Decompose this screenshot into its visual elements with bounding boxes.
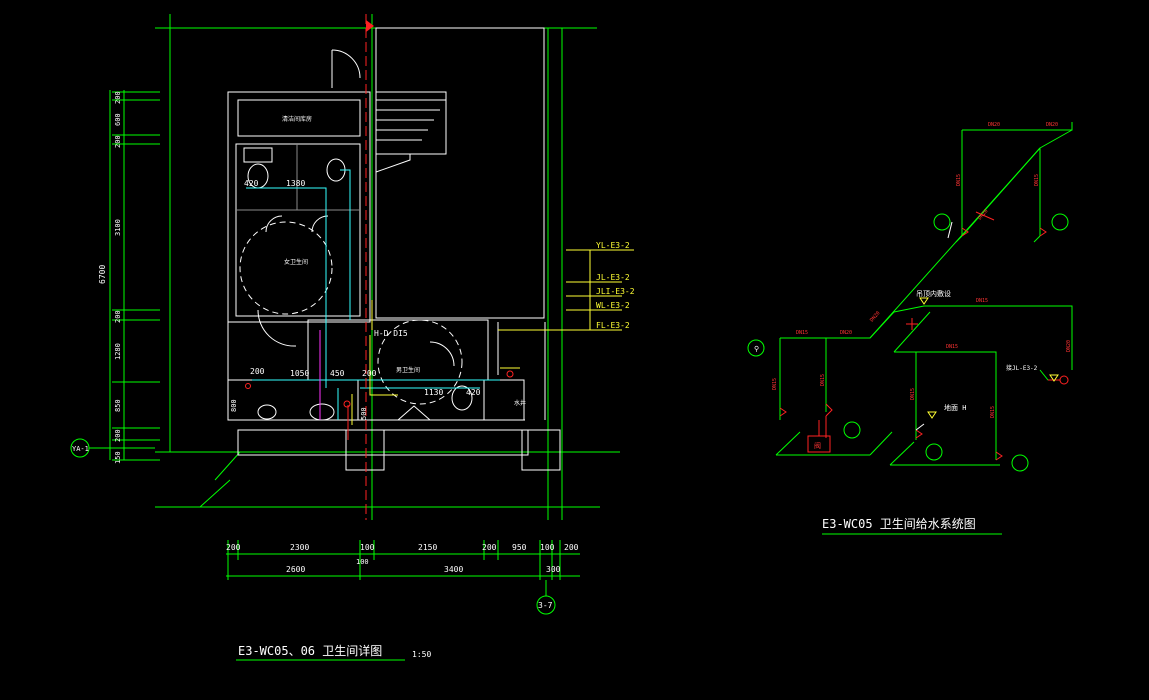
pipe-size-label: DN15 bbox=[796, 330, 808, 336]
riser-label: YL-E3-2 bbox=[596, 241, 630, 250]
pipe-size-label: DN20 bbox=[1046, 122, 1058, 128]
left-dim: 200 bbox=[114, 310, 122, 323]
pipe-size-label: DN20 bbox=[840, 330, 852, 336]
left-dim: 600 bbox=[114, 113, 122, 126]
bottom-total: 300 bbox=[546, 565, 561, 574]
grid-label-left: YA-1 bbox=[72, 445, 89, 453]
pipe-label: H-D DI5 bbox=[374, 329, 408, 338]
pipe-size-label: DN15 bbox=[946, 344, 958, 350]
left-dim: 200 bbox=[114, 429, 122, 442]
inner-dim: 1130 bbox=[424, 388, 443, 397]
left-dim: 200 bbox=[114, 91, 122, 104]
riser-label: JLI-E3-2 bbox=[596, 287, 635, 296]
bottom-total: 100 bbox=[356, 558, 369, 566]
pipe-size-label: DN15 bbox=[976, 298, 988, 304]
bottom-dim: 200 bbox=[226, 543, 241, 552]
pipe-size-label: DN20 bbox=[1066, 340, 1072, 352]
left-dim-total: 6700 bbox=[98, 265, 107, 284]
label-floor: 地面 H bbox=[944, 403, 966, 412]
plan-title: E3-WC05、06 卫生间详图 bbox=[238, 643, 382, 658]
room-label-store: 清洁间库房 bbox=[282, 115, 312, 123]
system-diagram: ⚲ bbox=[747, 122, 1073, 535]
system-pipe-labels: DN20 DN20 DN15 DN15 DN20 DN20 DN15 DN20 … bbox=[772, 122, 1072, 418]
pipe-size-label: DN15 bbox=[956, 174, 962, 186]
bottom-total: 2600 bbox=[286, 565, 305, 574]
inner-dim: 800 bbox=[230, 399, 238, 412]
bottom-dim: 2150 bbox=[418, 543, 437, 552]
pipe-size-label: DN20 bbox=[869, 310, 882, 323]
riser-label: FL-E3-2 bbox=[596, 321, 630, 330]
pipe-size-label: DN15 bbox=[1034, 174, 1040, 186]
label-ceiling: 吊顶内敷设 bbox=[916, 289, 951, 298]
room-label-water: 水井 bbox=[514, 399, 526, 407]
bottom-dim: 100 bbox=[540, 543, 555, 552]
room-label-female: 女卫生间 bbox=[284, 258, 308, 266]
left-dimensions: 200 600 200 3100 200 1280 850 200 150 67… bbox=[98, 91, 122, 464]
fixture-bubble-1: ⚲ bbox=[754, 345, 759, 353]
bottom-dim: 2300 bbox=[290, 543, 309, 552]
left-dim: 3100 bbox=[114, 219, 122, 236]
inner-dim: 450 bbox=[330, 369, 345, 378]
plan-scale: 1:50 bbox=[412, 650, 431, 659]
floor-plan bbox=[70, 14, 634, 661]
bottom-dim: 200 bbox=[482, 543, 497, 552]
inner-dim: 200 bbox=[250, 367, 265, 376]
inner-dim: 200 bbox=[362, 369, 377, 378]
system-title: E3-WC05 卫生间给水系统图 bbox=[822, 517, 976, 531]
pipe-size-label: DN15 bbox=[910, 388, 916, 400]
bottom-dim: 200 bbox=[564, 543, 579, 552]
pipe-size-label: DN15 bbox=[820, 374, 826, 386]
valve-mark: 阀 bbox=[814, 441, 821, 450]
left-dim: 150 bbox=[114, 451, 122, 464]
riser-label: JL-E3-2 bbox=[596, 273, 630, 282]
bottom-dimensions: 200 2300 100 2150 200 950 100 200 2600 1… bbox=[226, 543, 579, 574]
pipe-size-label: DN20 bbox=[977, 208, 990, 221]
riser-labels: YL-E3-2 JL-E3-2 JLI-E3-2 WL-E3-2 FL-E3-2 bbox=[596, 241, 635, 330]
left-dim: 850 bbox=[114, 399, 122, 412]
inner-dim: 1050 bbox=[290, 369, 309, 378]
inner-dim: 420 bbox=[466, 388, 481, 397]
pipe-size-label: DN15 bbox=[772, 378, 778, 390]
bottom-total: 3400 bbox=[444, 565, 463, 574]
pipe-size-label: DN15 bbox=[990, 406, 996, 418]
grid-label-bottom: 3-7 bbox=[538, 601, 553, 610]
left-dim: 200 bbox=[114, 135, 122, 148]
left-dim: 1280 bbox=[114, 343, 122, 360]
bottom-dim: 100 bbox=[360, 543, 375, 552]
inner-dim: 1380 bbox=[286, 179, 305, 188]
bottom-dim: 950 bbox=[512, 543, 527, 552]
inner-dim: 500 bbox=[360, 407, 368, 420]
inner-dim: 420 bbox=[244, 179, 259, 188]
riser-label: WL-E3-2 bbox=[596, 301, 630, 310]
inner-dimensions: 420 1380 200 1050 450 200 1130 420 800 5… bbox=[230, 179, 481, 420]
label-riser: 接JL-E3-2 bbox=[1006, 364, 1038, 372]
pipe-size-label: DN20 bbox=[988, 122, 1000, 128]
room-label-male: 男卫生间 bbox=[396, 366, 420, 374]
